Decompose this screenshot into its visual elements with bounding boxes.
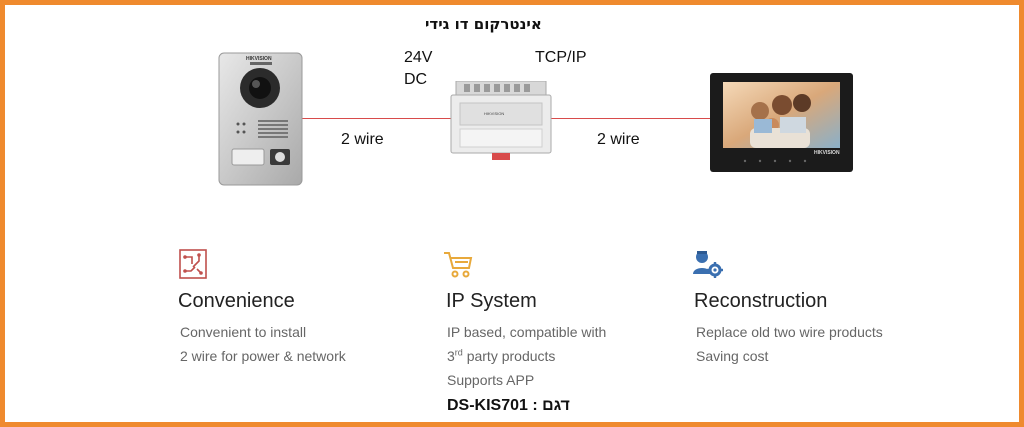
indoor-monitor-brand: HIKVISION (814, 150, 840, 156)
model-value: DS-KIS701 (447, 397, 528, 414)
feature-reconstruction-line-1: Replace old two wire products (696, 324, 883, 340)
ordinal-number: 3 (447, 348, 455, 364)
line-2-rest: party products (462, 348, 556, 364)
cart-icon (442, 249, 474, 279)
feature-convenience-line-1: Convenient to install (180, 324, 307, 340)
feature-ip-system-line-1: IP based, compatible with (447, 324, 607, 340)
diagram-title: אינטרקום דו גידי (425, 15, 542, 33)
distributor-brand: HIKVISION (484, 111, 505, 116)
feature-reconstruction-line-2: Saving cost (696, 348, 769, 364)
power-voltage-label: 24V (404, 49, 433, 66)
model-label: דגם (542, 397, 570, 414)
wire-right-label: 2 wire (597, 131, 640, 148)
ordinal-suffix: rd (454, 347, 463, 358)
feature-reconstruction-title: Reconstruction (694, 290, 828, 312)
feature-ip-system-line-3: Supports APP (447, 372, 535, 388)
model-line: DS-KIS701 : דגם (447, 397, 570, 415)
circuit-icon (179, 249, 207, 279)
feature-ip-system-line-2: 3rd party products (447, 345, 555, 369)
protocol-label: TCP/IP (535, 49, 587, 66)
model-separator: : (532, 397, 538, 414)
engineer-gear-icon (691, 248, 723, 280)
door-station-image: HIKVISION (218, 52, 303, 186)
wire-left-label: 2 wire (341, 131, 384, 148)
feature-ip-system-title: IP System (446, 290, 537, 312)
power-type-label: DC (404, 71, 428, 88)
feature-convenience-line-2: 2 wire for power & network (180, 348, 346, 364)
indoor-monitor-image: HIKVISION (710, 73, 853, 172)
wire-left-line (301, 118, 453, 119)
distributor-image: HIKVISION (450, 80, 552, 161)
door-station-brand: HIKVISION (246, 56, 272, 62)
feature-convenience-title: Convenience (178, 290, 295, 312)
wire-right-line (551, 118, 713, 119)
